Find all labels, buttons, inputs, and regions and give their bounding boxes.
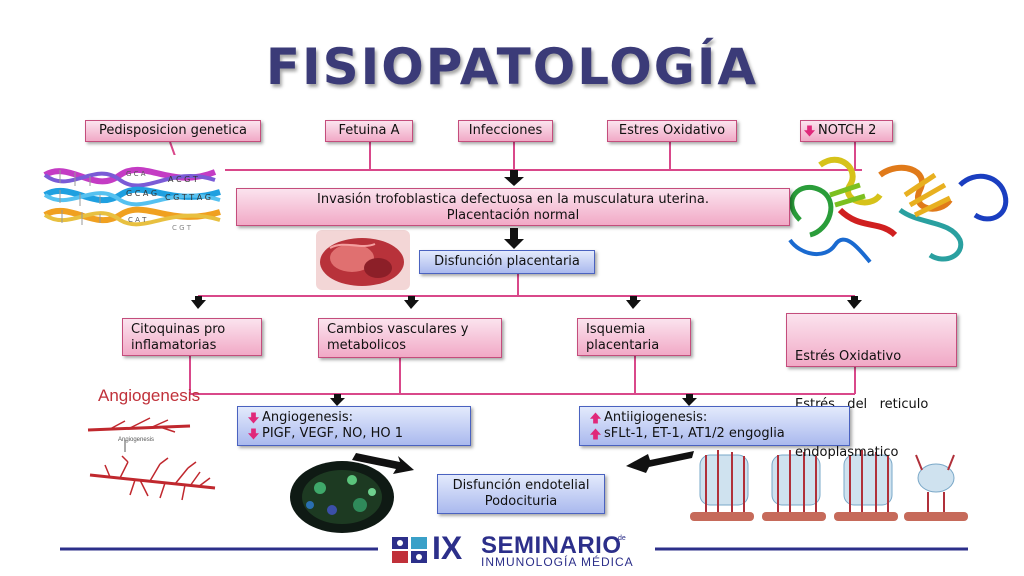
angiogenesis-image-label: Angiogenesis — [98, 386, 201, 405]
cause-genetic: Pedisposicion genetica — [85, 120, 261, 142]
angiogenesis-factors: PIGF, VEGF, NO, HO 1 — [262, 426, 404, 441]
effect-line: placentaria — [586, 338, 660, 353]
placental-dysfunction-box: Disfunción placentaria — [419, 250, 595, 274]
cause-label: Estres Oxidativo — [618, 123, 726, 138]
seminar-logo — [392, 537, 427, 563]
effect-line: Isquemia — [586, 322, 646, 337]
antiangiogenesis-box: Antiigiogenesis: sFLt-1, ET-1, AT1/2 eng… — [579, 406, 850, 446]
dna-letters-6: C G T — [172, 224, 192, 232]
up-arrow-icon — [590, 412, 601, 423]
cause-fetuin: Fetuina A — [325, 120, 413, 142]
invasion-line2: Placentación normal — [446, 208, 580, 223]
dna-letters-4: C G T T A G — [165, 193, 211, 202]
cause-label: Infecciones — [468, 123, 543, 138]
down-arrow-icon — [804, 125, 815, 136]
cause-label: Fetuina A — [338, 123, 400, 138]
cause-label: Pedisposicion genetica — [99, 123, 247, 138]
footer-immunology: INMUNOLOGÍA MÉDICA — [481, 555, 634, 569]
placental-dysfunction-label: Disfunción placentaria — [434, 254, 580, 269]
glomerulus-illustration — [690, 450, 968, 521]
effect-line: Estrés Oxidativo — [795, 349, 902, 364]
angiogenesis-small-label: Angiogenesis — [118, 437, 155, 443]
invasion-box: Invasión trofoblastica defectuosa en la … — [236, 188, 790, 226]
antiangiogenesis-factors: sFLt-1, ET-1, AT1/2 engoglia — [604, 426, 785, 441]
effect-line: endoplasmatico — [795, 445, 899, 460]
endothelial-line2: Podocituria — [484, 494, 558, 509]
cause-label: NOTCH 2 — [818, 123, 877, 138]
effect-er-stress: Estrés Oxidativo Estrés del reticulo end… — [786, 313, 957, 460]
endothelial-dysfunction-box: Disfunción endotelial Podocituria — [437, 474, 605, 514]
endothelial-line1: Disfunción endotelial — [452, 478, 590, 493]
effect-line: Cambios vasculares y — [327, 322, 469, 337]
effect-line: metabolicos — [327, 338, 407, 353]
dna-letters-5: C A T — [128, 216, 147, 224]
antiangiogenesis-title: Antiigiogenesis: — [604, 410, 708, 425]
dna-letters-3: G C A G — [126, 189, 158, 198]
page-title: FISIOPATOLOGÍA — [265, 38, 759, 96]
effect-ischemia: Isquemia placentaria — [577, 318, 691, 356]
cause-oxidative: Estres Oxidativo — [607, 120, 737, 142]
protein-illustration — [788, 156, 1009, 264]
footer-de: de — [618, 535, 626, 542]
angiogenesis-box: Angiogenesis: PIGF, VEGF, NO, HO 1 — [237, 406, 471, 446]
cause-notch2: NOTCH 2 — [800, 120, 893, 142]
up-arrow-icon — [590, 428, 601, 439]
dna-letters-2: A C G T — [168, 175, 198, 184]
effect-line: Citoquinas pro — [131, 322, 226, 337]
angiogenesis-title: Angiogenesis: — [262, 410, 353, 425]
effect-vascular: Cambios vasculares y metabolicos — [318, 318, 502, 358]
dna-letters-1: G C A — [126, 170, 146, 178]
down-arrow-icon — [248, 412, 259, 423]
effect-line: inflamatorias — [131, 338, 217, 353]
footer-numeral: IX — [432, 530, 463, 566]
invasion-line1: Invasión trofoblastica defectuosa en la … — [317, 192, 709, 207]
effect-cytokines: Citoquinas pro inflamatorias — [122, 318, 262, 356]
placenta-photo — [316, 230, 410, 290]
angiogenesis-illustration — [87, 417, 216, 501]
footer-seminar: SEMINARIO — [481, 532, 622, 559]
dna-illustration — [40, 155, 225, 235]
micrograph-image — [290, 461, 394, 533]
cause-infections: Infecciones — [458, 120, 553, 142]
down-arrow-icon — [248, 428, 259, 439]
